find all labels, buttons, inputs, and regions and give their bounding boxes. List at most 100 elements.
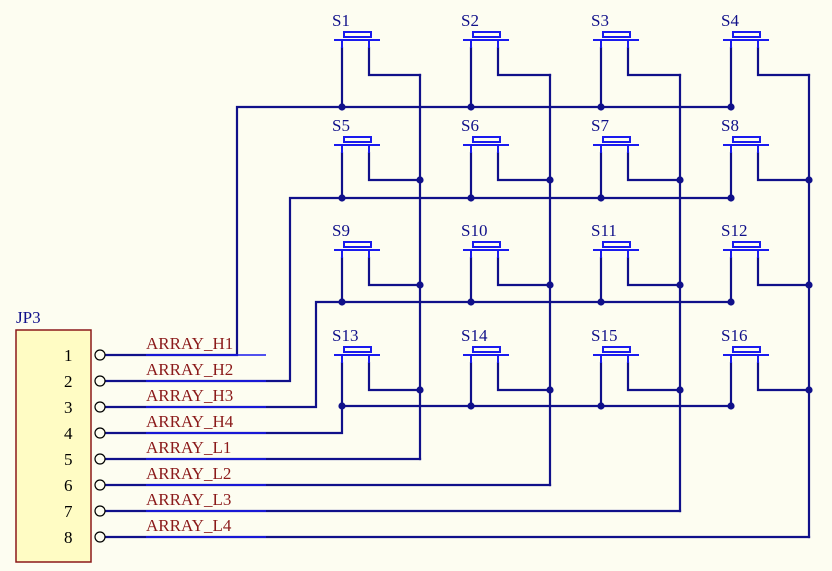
switch-label: S4 [721, 11, 739, 30]
switch-label: S15 [591, 326, 617, 345]
switch-label: S1 [332, 11, 350, 30]
junction-dot [546, 281, 554, 289]
switch-label: S7 [591, 116, 609, 135]
switch-s16: S16 [721, 326, 769, 363]
switch-label: S14 [461, 326, 488, 345]
switch-label: S3 [591, 11, 609, 30]
net-label: ARRAY_L3 [146, 490, 231, 509]
connector-pin-2: 2 ARRAY_H2 [64, 360, 266, 391]
pin-circle [94, 479, 106, 491]
junction-dot [338, 103, 346, 111]
junction-layer [338, 103, 813, 410]
switch-l-wire [367, 46, 422, 77]
wire-layer [98, 46, 811, 539]
pin-circle [94, 401, 106, 413]
pin-number: 5 [64, 450, 73, 469]
h-net-wire-2 [98, 196, 344, 383]
net-label: ARRAY_L1 [146, 438, 231, 457]
connector-pin-1: 1 ARRAY_H1 [64, 334, 266, 365]
switch-l-wire [756, 46, 811, 77]
junction-dot [467, 103, 475, 111]
pin-number: 3 [64, 398, 73, 417]
pin-circle [94, 427, 106, 439]
switch-s1: S1 [332, 11, 380, 48]
switch-l-wire [496, 46, 552, 77]
junction-dot [676, 386, 684, 394]
junction-dot [416, 386, 424, 394]
junction-dot [597, 402, 605, 410]
junction-dot [727, 103, 735, 111]
pin-circle [94, 349, 106, 361]
switch-label: S9 [332, 221, 350, 240]
net-label: ARRAY_H3 [146, 386, 233, 405]
switch-cap [472, 346, 501, 353]
connector-designator: JP3 [16, 308, 41, 327]
switch-s12: S12 [721, 221, 769, 258]
connector-pins: 1ARRAY_H12ARRAY_H23ARRAY_H34ARRAY_H45ARR… [64, 334, 266, 547]
switch-s8: S8 [721, 116, 769, 153]
junction-dot [546, 386, 554, 394]
switch-l-wire [367, 361, 422, 392]
switch-l-wire [367, 151, 422, 182]
switch-cap [472, 31, 501, 38]
switch-label: S10 [461, 221, 487, 240]
junction-dot [805, 176, 813, 184]
pin-circle [94, 531, 106, 543]
switch-l-wire [756, 151, 811, 182]
switch-s9: S9 [332, 221, 380, 258]
switch-cap [343, 136, 372, 143]
junction-dot [467, 298, 475, 306]
switch-s2: S2 [461, 11, 509, 48]
connector-jp3: JP3 [15, 308, 92, 563]
switch-cap [343, 241, 372, 248]
switch-label: S16 [721, 326, 747, 345]
pin-circle [94, 505, 106, 517]
switch-l-wire [626, 361, 682, 392]
pin-circle [94, 375, 106, 387]
junction-dot [338, 298, 346, 306]
connector-pin-5: 5 ARRAY_L1 [64, 438, 266, 469]
net-label: ARRAY_L4 [146, 516, 232, 535]
switch-s6: S6 [461, 116, 509, 153]
pin-number: 2 [64, 372, 73, 391]
switch-cap [732, 31, 761, 38]
switch-label: S13 [332, 326, 358, 345]
pin-circle [94, 453, 106, 465]
pin-number: 1 [64, 346, 73, 365]
switch-cap [472, 136, 501, 143]
pin-number: 7 [64, 502, 73, 521]
switch-l-wire [626, 256, 682, 287]
junction-dot [676, 281, 684, 289]
switch-cap [343, 346, 372, 353]
switch-l-wire [756, 361, 811, 392]
switch-label: S5 [332, 116, 350, 135]
junction-dot [546, 176, 554, 184]
junction-dot [805, 281, 813, 289]
switch-l-wire [626, 151, 682, 182]
switch-s10: S10 [461, 221, 509, 258]
pin-number: 8 [64, 528, 73, 547]
net-label: ARRAY_H2 [146, 360, 233, 379]
pin-number: 6 [64, 476, 73, 495]
junction-dot [597, 298, 605, 306]
switch-s14: S14 [461, 326, 509, 363]
switch-label: S6 [461, 116, 479, 135]
net-label: ARRAY_H1 [146, 334, 233, 353]
switch-l-wire [496, 361, 552, 392]
junction-dot [597, 194, 605, 202]
switch-cap [602, 346, 631, 353]
switch-s13: S13 [332, 326, 380, 363]
switch-label: S8 [721, 116, 739, 135]
switch-label: S12 [721, 221, 747, 240]
connector-pin-8: 8 ARRAY_L4 [64, 516, 266, 547]
net-label: ARRAY_H4 [146, 412, 234, 431]
switch-cap [602, 31, 631, 38]
net-label: ARRAY_L2 [146, 464, 231, 483]
switch-cap [472, 241, 501, 248]
junction-dot [727, 402, 735, 410]
junction-dot [416, 176, 424, 184]
switch-label: S2 [461, 11, 479, 30]
